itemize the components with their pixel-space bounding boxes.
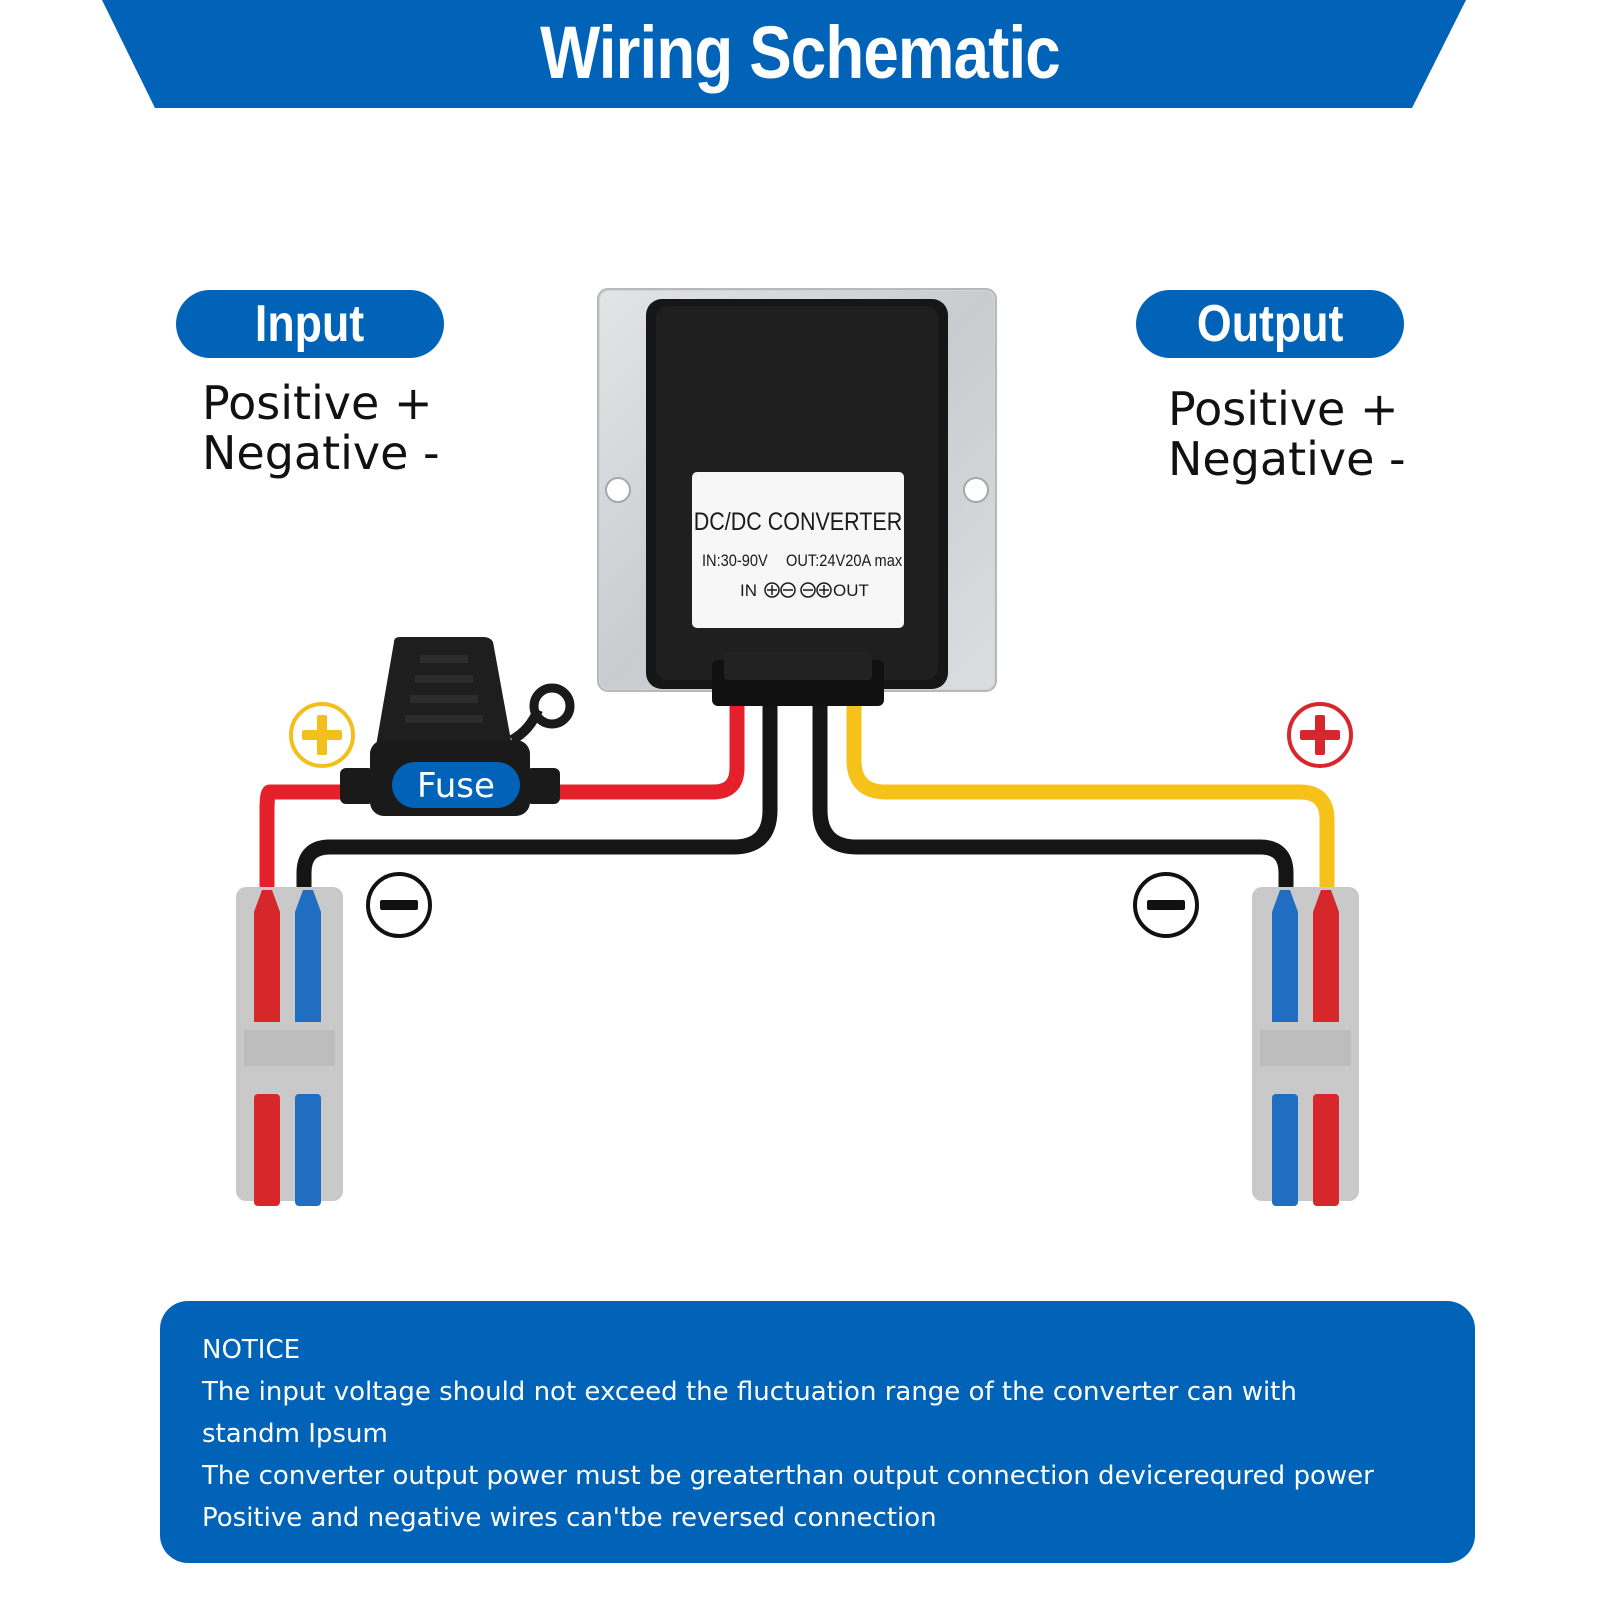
converter-output-spec: OUT:24V20A max — [786, 552, 902, 570]
converter-label — [692, 472, 904, 628]
input-badge-label: Input — [255, 295, 365, 353]
notice-heading: NOTICE — [202, 1335, 301, 1365]
input-badge: Input — [176, 290, 444, 358]
input-positive-text: Positive + — [202, 376, 433, 430]
converter-terminals-in: IN — [740, 581, 757, 600]
terminal-polarity-icons — [764, 582, 832, 598]
output-wire-connector — [1252, 887, 1359, 1206]
output-minus-icon — [1133, 872, 1199, 938]
converter-terminals-out: OUT — [833, 581, 869, 600]
header: Wiring Schematic — [0, 0, 1600, 112]
input-plus-icon — [289, 702, 355, 768]
notice-line: standm Ipsum — [202, 1419, 388, 1449]
converter-input-spec: IN:30-90V — [702, 552, 768, 570]
output-plus-icon — [1287, 702, 1353, 768]
output-negative-text: Negative - — [1168, 432, 1406, 486]
output-positive-text: Positive + — [1168, 382, 1399, 436]
input-minus-icon — [366, 872, 432, 938]
output-positive-wire — [846, 692, 1335, 903]
output-negative-wire — [812, 692, 1294, 903]
notice-box: NOTICE The input voltage should not exce… — [160, 1301, 1475, 1563]
input-negative-text: Negative - — [202, 426, 440, 480]
notice-line: The input voltage should not exceed the … — [202, 1377, 1297, 1407]
notice-line: Positive and negative wires can'tbe reve… — [202, 1503, 937, 1533]
converter-name: DC/DC CONVERTER — [694, 507, 902, 535]
mounting-hole-left — [605, 477, 631, 503]
input-negative-wire — [296, 692, 778, 903]
mounting-hole-right — [963, 477, 989, 503]
output-badge: Output — [1136, 290, 1404, 358]
output-badge-label: Output — [1196, 295, 1344, 353]
input-polarity-legend: Positive + Negative - — [202, 378, 440, 478]
output-polarity-legend: Positive + Negative - — [1168, 384, 1406, 484]
dc-dc-converter — [597, 288, 997, 706]
input-wire-connector — [236, 887, 343, 1206]
fuse-label: Fuse — [417, 766, 495, 806]
notice-line: The converter output power must be great… — [202, 1461, 1374, 1491]
page-title: Wiring Schematic — [540, 10, 1061, 94]
fuse-holder — [340, 637, 575, 816]
header-banner — [102, 0, 1466, 108]
